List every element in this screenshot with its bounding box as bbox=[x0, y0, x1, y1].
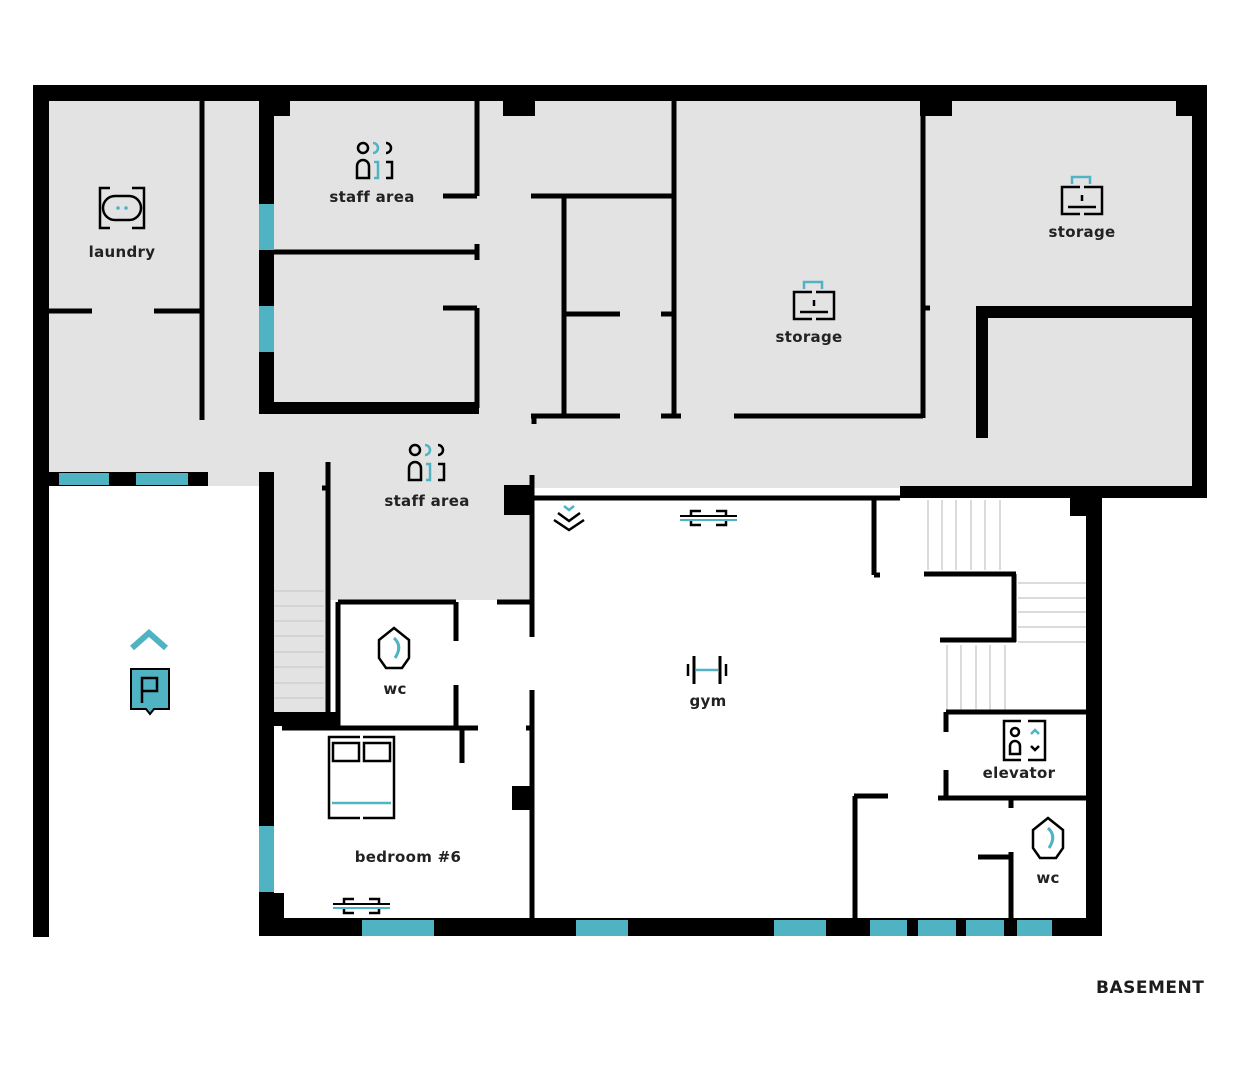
outer-walls bbox=[33, 85, 1207, 937]
people-group-icon bbox=[355, 141, 394, 180]
room-label-wc: wc bbox=[383, 680, 407, 698]
room-label-bedroom: bedroom #6 bbox=[354, 848, 462, 866]
toilet-icon bbox=[1031, 816, 1065, 860]
room-label-storage: storage bbox=[775, 328, 843, 346]
heater-icon bbox=[333, 897, 390, 915]
washing-machine-icon bbox=[98, 186, 146, 230]
heater-icon bbox=[680, 509, 737, 527]
parking-icon bbox=[130, 628, 170, 716]
shaded-floor bbox=[48, 100, 1193, 715]
interior-walls bbox=[48, 100, 1086, 920]
toilet-icon bbox=[377, 626, 411, 670]
open-floor bbox=[48, 486, 1086, 938]
room-label-staff-area: staff area bbox=[329, 188, 415, 206]
room-label-elevator: elevator bbox=[982, 764, 1056, 782]
storage-box-icon bbox=[792, 280, 836, 321]
room-label-laundry: laundry bbox=[88, 243, 156, 261]
stairs-right bbox=[927, 500, 1086, 710]
storage-box-icon bbox=[1060, 175, 1104, 216]
people-group-icon bbox=[407, 443, 446, 482]
room-label-gym: gym bbox=[689, 692, 727, 710]
windows bbox=[59, 204, 1052, 936]
floor-level-label: BASEMENT bbox=[1096, 978, 1205, 998]
floor-heating-icon bbox=[553, 505, 585, 532]
stairs-left bbox=[274, 590, 324, 699]
room-label-wc: wc bbox=[1036, 869, 1060, 887]
dumbbell-icon bbox=[686, 656, 728, 684]
elevator-icon bbox=[1002, 719, 1047, 762]
room-label-staff-area: staff area bbox=[384, 492, 470, 510]
room-label-storage: storage bbox=[1048, 223, 1116, 241]
double-bed-icon bbox=[327, 735, 396, 820]
